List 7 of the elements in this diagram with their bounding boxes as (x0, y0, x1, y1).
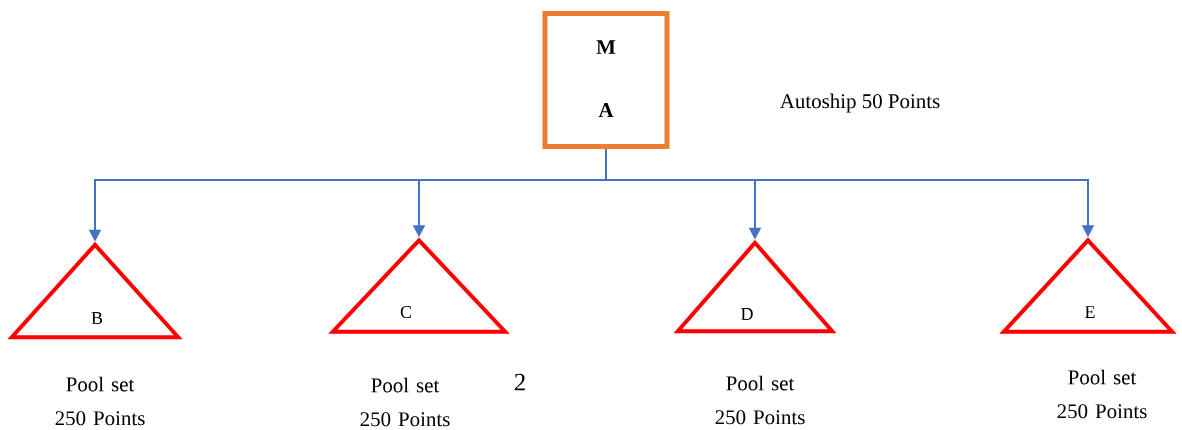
page-number: 2 (514, 373, 525, 391)
letter-box: M A (542, 11, 670, 149)
caption-text: Pool set 250 Points (55, 376, 145, 426)
caption-text: Pool set 250 Points (360, 377, 450, 427)
note-text: Autoship 50 Points (780, 93, 940, 113)
caption-text: Pool set 250 Points (715, 375, 805, 425)
caption-text: Pool set 250 Points (1057, 369, 1147, 419)
